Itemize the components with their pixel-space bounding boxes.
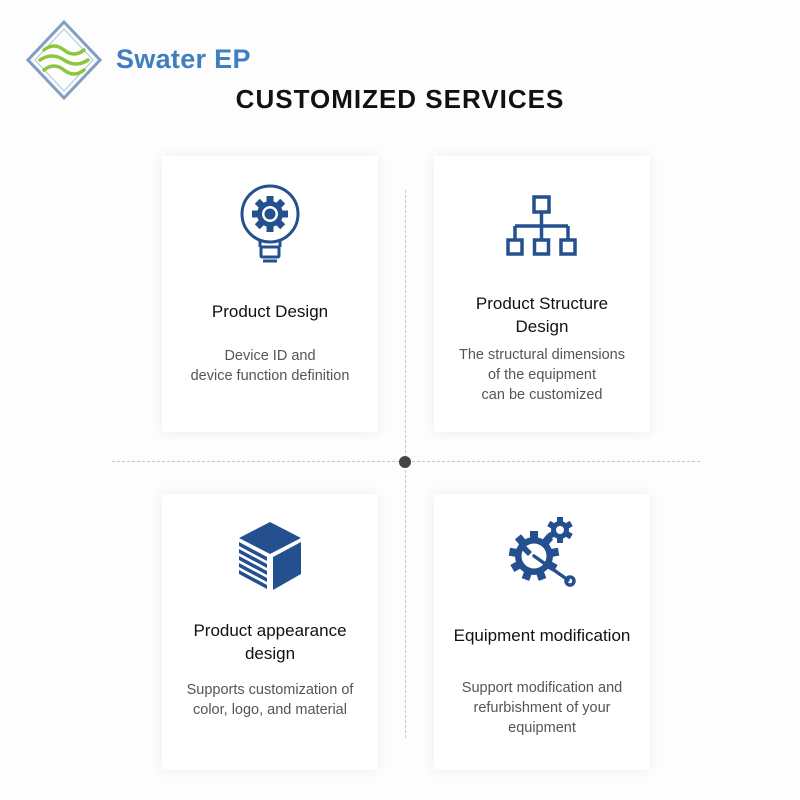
brand-logo-icon [26,20,102,100]
hierarchy-icon [506,195,577,256]
card-title: Equipment modification [453,626,631,645]
card-title: Product Design [211,302,329,321]
brand-name: Swater EP [116,44,251,74]
center-dot [399,456,411,468]
page-title: CUSTOMIZED SERVICES [235,84,565,114]
cube-icon [239,522,301,590]
service-card-equipment-modification: Equipment modification Support modificat… [434,494,650,770]
lightbulb-gear-icon [240,184,300,263]
gear-wrench-icon [508,517,576,587]
